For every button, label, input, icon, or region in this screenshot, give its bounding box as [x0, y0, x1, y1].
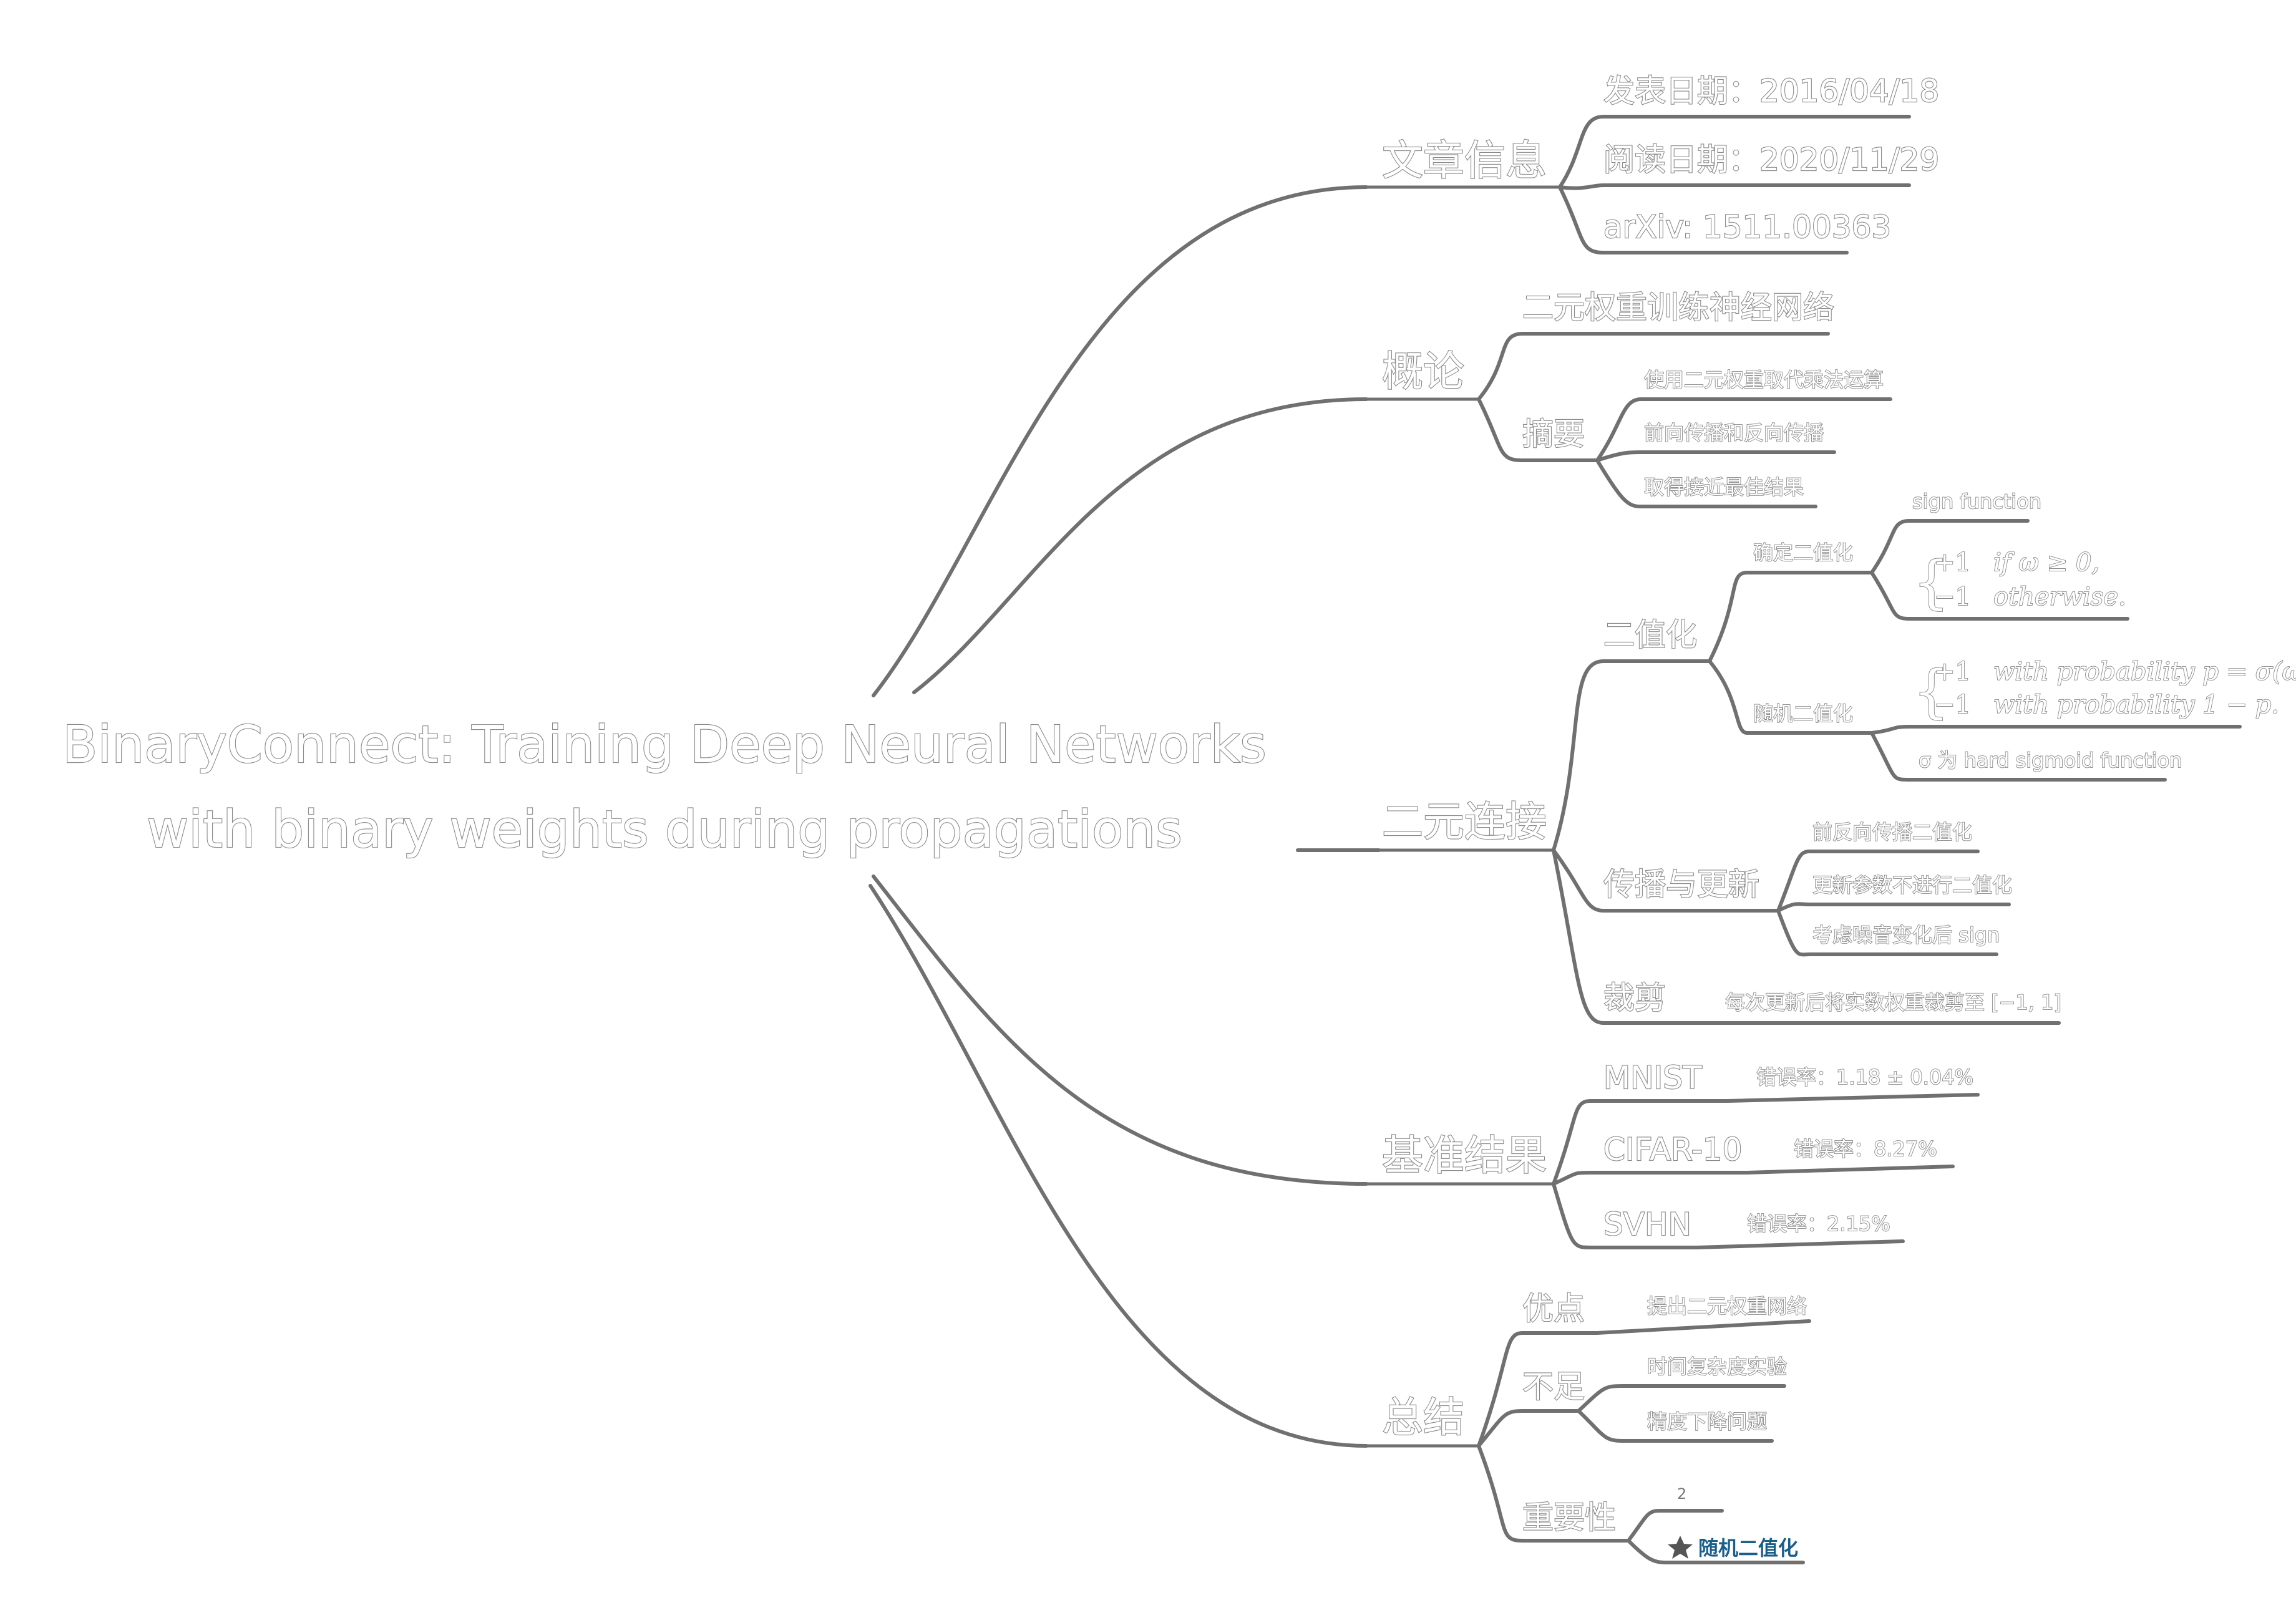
bench-cifar-name[interactable]: CIFAR-10 — [1603, 1131, 1743, 1168]
sto-case2-cond: with probability 1 − p. — [1993, 690, 2279, 719]
bench-mnist-result[interactable]: 错误率：1.18 ± 0.04% — [1756, 1065, 1974, 1090]
branch-overview-label: 概论 — [1382, 347, 1464, 395]
propagation-item-3[interactable]: 考虑噪音变化后 sign — [1812, 923, 2000, 947]
edge-binary-binarize — [1552, 659, 1711, 852]
edge-sum-cons — [1477, 1409, 1580, 1448]
edge-root-overview — [912, 397, 1368, 694]
root-title-line1: BinaryConnect: Training Deep Neural Netw… — [62, 715, 1267, 775]
propagation-item-1[interactable]: 前反向传播二值化 — [1812, 820, 1973, 845]
branch-benchmarks-label: 基准结果 — [1382, 1131, 1547, 1180]
overview-abstract-label[interactable]: 摘要 — [1522, 415, 1585, 453]
edge-overview-abstract — [1477, 397, 1599, 462]
edge-info-read — [1558, 183, 1911, 190]
importance-link[interactable]: 随机二值化 — [1668, 1536, 1798, 1560]
branch-benchmarks[interactable]: 基准结果 MNIST 错误率：1.18 ± 0.04% CIFAR-10 错误率… — [1381, 1059, 1974, 1243]
edge-sto-sigma — [1870, 731, 2167, 782]
overview-concept[interactable]: 二元权重训练神经网络 — [1522, 289, 1835, 326]
edge-binarize-deterministic — [1708, 571, 1874, 663]
det-sign[interactable]: sign function — [1912, 489, 2042, 514]
edge-root-info — [872, 185, 1368, 697]
det-case1-val: +1 — [1934, 548, 1971, 577]
det-case2-val: −1 — [1934, 583, 1971, 611]
sto-case1-cond: with probability p = σ(ω), — [1993, 657, 2296, 686]
branch-info[interactable]: 文章信息 发表日期：2016/04/18 阅读日期：2020/11/29 arX… — [1381, 72, 1940, 246]
edge-prop-3 — [1776, 909, 1998, 957]
det-case2-cond: otherwise. — [1993, 583, 2126, 611]
star-icon — [1668, 1536, 1693, 1559]
propagation-item-2[interactable]: 更新参数不进行二值化 — [1812, 873, 2013, 898]
stochastic-label[interactable]: 随机二值化 — [1753, 701, 1854, 726]
clip-text[interactable]: 每次更新后将实数权重裁剪至 [−1, 1] — [1724, 990, 2062, 1015]
pros-label[interactable]: 优点 — [1522, 1290, 1585, 1327]
edge-root-summary — [868, 884, 1368, 1448]
edge-sum-pros — [1477, 1319, 1811, 1448]
sto-brace: { — [1913, 658, 1950, 725]
edge-binary-clip — [1552, 848, 1699, 1025]
det-formula[interactable]: { +1 if ω ≥ 0, −1 otherwise. — [1912, 548, 2126, 616]
branch-summary-label: 总结 — [1382, 1393, 1464, 1441]
bench-svhn-result[interactable]: 错误率：2.15% — [1746, 1211, 1890, 1236]
importance-link-text[interactable]: 随机二值化 — [1698, 1536, 1798, 1560]
bench-svhn-name[interactable]: SVHN — [1603, 1206, 1692, 1243]
branch-binary-label: 二元连接 — [1382, 798, 1547, 846]
edge-bench-cifar — [1552, 1165, 1955, 1186]
edge-det-sign — [1870, 519, 2030, 574]
edge-abstract-3 — [1595, 458, 1817, 508]
clip-label[interactable]: 裁剪 — [1603, 979, 1666, 1017]
branch-binary[interactable]: 二元连接 二值化 确定二值化 sign function { +1 if ω ≥… — [1381, 489, 2296, 1017]
edge-prop-2 — [1776, 902, 2011, 913]
propagation-label[interactable]: 传播与更新 — [1603, 866, 1760, 903]
edge-bench-mnist — [1552, 1093, 1980, 1186]
info-arxiv[interactable]: arXiv: 1511.00363 — [1603, 208, 1892, 246]
branch-overview[interactable]: 概论 二元权重训练神经网络 摘要 使用二元权重取代乘法运算 前向传播和反向传播 … — [1381, 289, 1884, 500]
edge-abstract-1 — [1595, 397, 1892, 462]
edge-imp-link — [1627, 1539, 1805, 1564]
edge-imp-count — [1627, 1509, 1724, 1543]
edge-binarize-stochastic — [1708, 659, 1874, 735]
sto-case1-val: +1 — [1934, 657, 1971, 686]
importance-count: 2 — [1677, 1485, 1686, 1503]
info-published[interactable]: 发表日期：2016/04/18 — [1603, 72, 1940, 110]
cons-item-2[interactable]: 精度下降问题 — [1647, 1409, 1768, 1434]
bench-mnist-name[interactable]: MNIST — [1603, 1059, 1703, 1097]
edge-abstract-2 — [1595, 450, 1836, 462]
edge-prop-1 — [1776, 850, 1980, 913]
bench-cifar-result[interactable]: 错误率：8.27% — [1793, 1136, 1937, 1161]
abstract-item-1[interactable]: 使用二元权重取代乘法运算 — [1643, 367, 1884, 392]
edge-det-formula — [1870, 571, 2129, 621]
pros-item[interactable]: 提出二元权重网络 — [1647, 1294, 1807, 1319]
edge-cons-1 — [1577, 1384, 1786, 1413]
cons-label[interactable]: 不足 — [1522, 1368, 1585, 1405]
branch-summary[interactable]: 总结 优点 提出二元权重网络 不足 时间复杂度实验 精度下降问题 重要性 2 随… — [1381, 1290, 1807, 1560]
abstract-item-2[interactable]: 前向传播和反向传播 — [1643, 420, 1824, 445]
binarize-label[interactable]: 二值化 — [1603, 616, 1698, 654]
edge-cons-2 — [1577, 1409, 1774, 1443]
importance-label[interactable]: 重要性 — [1522, 1499, 1617, 1536]
edge-root-benchmarks — [872, 874, 1368, 1186]
edge-bench-svhn — [1552, 1182, 1905, 1249]
mindmap-edges — [868, 115, 2242, 1564]
abstract-item-3[interactable]: 取得接近最佳结果 — [1643, 475, 1804, 500]
sto-sigma-note[interactable]: σ 为 hard sigmoid function — [1918, 748, 2182, 773]
edge-overview-concept — [1477, 332, 1830, 401]
branch-info-label: 文章信息 — [1382, 137, 1547, 185]
root-topic[interactable]: BinaryConnect: Training Deep Neural Netw… — [62, 715, 1267, 860]
root-title-line2: with binary weights during propagations — [147, 800, 1182, 860]
sto-case2-val: −1 — [1934, 690, 1971, 719]
edge-info-arxiv — [1558, 185, 1849, 254]
deterministic-label[interactable]: 确定二值化 — [1753, 540, 1854, 565]
edge-sum-importance — [1477, 1444, 1630, 1543]
edge-info-published — [1558, 115, 1911, 189]
det-brace: { — [1913, 549, 1950, 616]
sto-formula[interactable]: { +1 with probability p = σ(ω), −1 with … — [1912, 657, 2296, 725]
edge-sto-formula — [1870, 725, 2242, 735]
cons-item-1[interactable]: 时间复杂度实验 — [1647, 1354, 1788, 1379]
edge-binary-propagation — [1552, 848, 1780, 913]
info-read[interactable]: 阅读日期：2020/11/29 — [1603, 141, 1940, 178]
det-case1-cond: if ω ≥ 0, — [1993, 548, 2099, 577]
